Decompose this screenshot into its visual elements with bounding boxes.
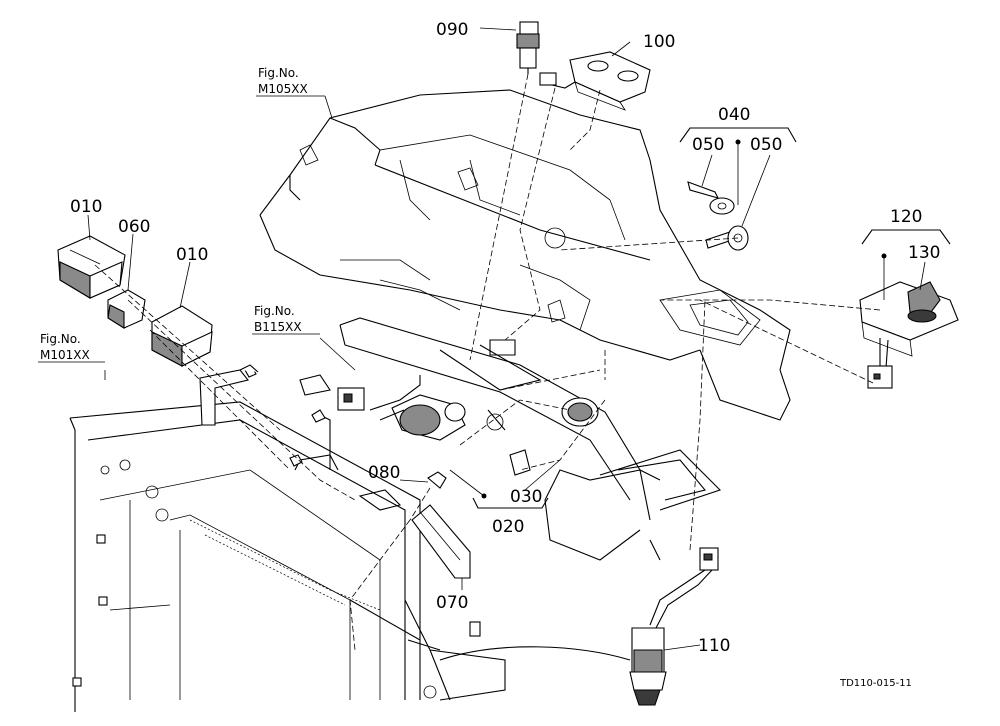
drawing-code: TD110-015-11 [839,678,912,689]
label-130: 130 [908,243,940,263]
fig-ref-m105-title: Fig.No. [258,66,299,80]
part-100-switch-box [539,51,651,111]
figure-references: Fig.No. M105XX Fig.No. B115XX Fig.No. M1… [38,66,325,363]
part-number-labels: 090 100 040 050 050 120 130 010 060 010 … [70,20,940,656]
part-080-clip [427,471,447,489]
part-120-switch [859,281,959,389]
label-010-upper: 010 [70,197,102,217]
fig-ref-m101-title: Fig.No. [40,332,81,346]
part-070-cover [358,489,471,579]
fig-ref-b115-code: B115XX [254,320,302,334]
relay-bracket [199,364,259,426]
label-020: 020 [492,517,524,537]
part-010-relay-upper [57,235,126,299]
part-090-plug [516,21,540,74]
label-090: 090 [436,20,468,40]
fig-ref-b115-title: Fig.No. [254,304,295,318]
callout-leaders [87,27,951,651]
leader-lines [94,73,881,651]
label-010-lower: 010 [176,245,208,265]
middle-bracket [244,317,722,561]
label-030: 030 [510,487,542,507]
label-100: 100 [643,32,675,52]
label-060: 060 [118,217,150,237]
fig-ref-m105-code: M105XX [258,82,308,96]
label-080: 080 [368,463,400,483]
part-010-relay-lower [151,305,213,367]
label-050-left: 050 [692,135,724,155]
label-110: 110 [698,636,730,656]
part-060-relay-small [107,289,146,329]
fig-ref-m101-code: M101XX [40,348,90,362]
top-hood [259,89,791,421]
label-070: 070 [436,593,468,613]
label-120: 120 [890,207,922,227]
part-040-keys [687,181,749,251]
part-030-socket [337,375,599,441]
left-panel [69,401,506,712]
part-110-sensor [439,547,719,706]
label-050-right: 050 [750,135,782,155]
label-040: 040 [718,105,750,125]
